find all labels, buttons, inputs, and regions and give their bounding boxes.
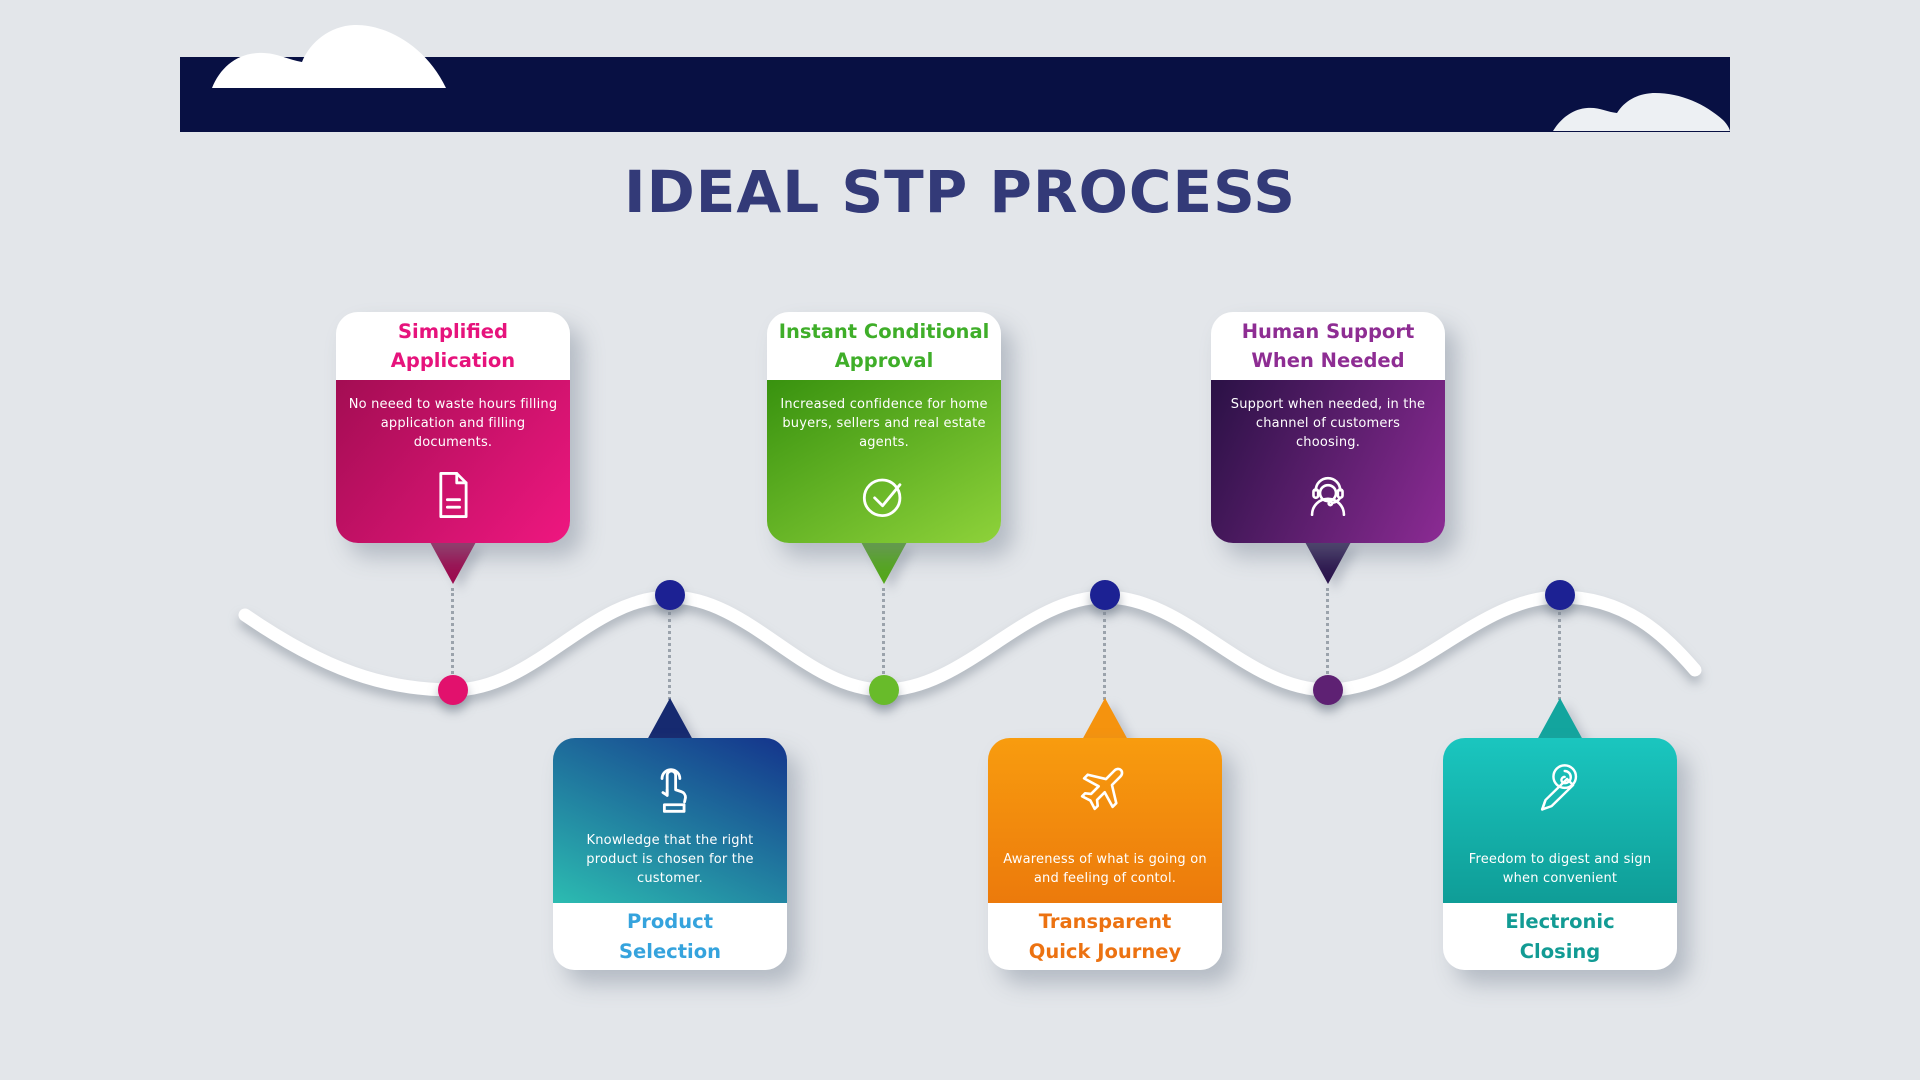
card-title-line1: Transparent	[1038, 910, 1172, 934]
card-title: Human Support When Needed	[1211, 312, 1445, 380]
timeline-dot	[655, 580, 685, 610]
card-simplified-application: Simplified Application No neeed to waste…	[336, 312, 570, 543]
card-title: Product Selection	[553, 903, 787, 970]
card-pointer-up	[1537, 698, 1583, 740]
card-title-line1: Simplified	[397, 319, 508, 343]
timeline-dot	[1545, 580, 1575, 610]
card-title: Simplified Application	[336, 312, 570, 380]
card-title-line2: Selection	[618, 939, 722, 963]
card-description: Knowledge that the right product is chos…	[586, 833, 754, 887]
fingerprint-pen-icon	[1530, 756, 1590, 816]
timeline-dot	[438, 675, 468, 705]
timeline-wave	[238, 590, 1702, 697]
dotted-connector	[1558, 612, 1561, 700]
card-pointer-up	[1082, 698, 1128, 740]
card-title-line2: Application	[390, 349, 516, 372]
card-title-line1: Instant Conditional	[778, 319, 990, 343]
step-human-support-when-needed: Human Support When Needed Support when n…	[1211, 312, 1445, 712]
card-description: Increased confidence for home buyers, se…	[780, 397, 988, 450]
card-title: Electronic Closing	[1443, 903, 1677, 970]
card-transparent-quick-journey: Awareness of what is going on and feelin…	[988, 738, 1222, 970]
step-electronic-closing: Freedom to digest and sign when convenie…	[1443, 580, 1677, 980]
card-pointer-down	[861, 542, 907, 584]
check-circle-icon	[854, 465, 914, 525]
card-title-line2: Closing	[1519, 939, 1601, 963]
step-product-selection: Knowledge that the right product is chos…	[553, 580, 787, 980]
card-body: Increased confidence for home buyers, se…	[767, 380, 1001, 543]
airplane-icon	[1075, 756, 1135, 816]
card-title-line1: Product	[626, 910, 714, 934]
card-description: Awareness of what is going on and feelin…	[1003, 852, 1207, 887]
card-body: Knowledge that the right product is chos…	[553, 738, 787, 903]
document-icon	[423, 465, 483, 525]
cloud-right	[1553, 93, 1730, 131]
step-transparent-quick-journey: Awareness of what is going on and feelin…	[988, 580, 1222, 980]
tap-icon	[640, 756, 700, 816]
card-title-line1: Electronic	[1505, 910, 1615, 934]
dotted-connector	[451, 588, 454, 680]
card-human-support-when-needed: Human Support When Needed Support when n…	[1211, 312, 1445, 543]
card-instant-conditional-approval: Instant Conditional Approval Increased c…	[767, 312, 1001, 543]
dotted-connector	[668, 612, 671, 700]
timeline-dot	[869, 675, 899, 705]
card-electronic-closing: Freedom to digest and sign when convenie…	[1443, 738, 1677, 970]
timeline-dot	[1313, 675, 1343, 705]
card-pointer-down	[1305, 542, 1351, 584]
support-agent-icon	[1298, 465, 1358, 525]
card-pointer-down	[430, 542, 476, 584]
card-description: No neeed to waste hours filling applicat…	[348, 397, 558, 450]
dotted-connector	[882, 588, 885, 680]
card-title-line2: Approval	[834, 349, 934, 372]
card-body: Freedom to digest and sign when convenie…	[1443, 738, 1677, 903]
step-simplified-application: Simplified Application No neeed to waste…	[336, 312, 570, 712]
step-instant-conditional-approval: Instant Conditional Approval Increased c…	[767, 312, 1001, 712]
card-product-selection: Knowledge that the right product is chos…	[553, 738, 787, 970]
header-bar	[180, 57, 1730, 132]
cloud-left	[212, 24, 446, 88]
card-title-line2: When Needed	[1251, 349, 1405, 372]
page-title: IDEAL STP PROCESS	[623, 158, 1297, 226]
card-title: Instant Conditional Approval	[767, 312, 1001, 380]
card-description: Support when needed, in the channel of c…	[1230, 397, 1426, 450]
card-title-line2: Quick Journey	[1028, 939, 1182, 963]
timeline-dot	[1090, 580, 1120, 610]
card-body: Support when needed, in the channel of c…	[1211, 380, 1445, 543]
card-body: Awareness of what is going on and feelin…	[988, 738, 1222, 903]
dotted-connector	[1326, 588, 1329, 680]
card-body: No neeed to waste hours filling applicat…	[336, 380, 570, 543]
card-title: Transparent Quick Journey	[988, 903, 1222, 970]
dotted-connector	[1103, 612, 1106, 700]
card-description: Freedom to digest and sign when convenie…	[1468, 852, 1652, 887]
card-title-line1: Human Support	[1241, 319, 1415, 343]
card-pointer-up	[647, 698, 693, 740]
